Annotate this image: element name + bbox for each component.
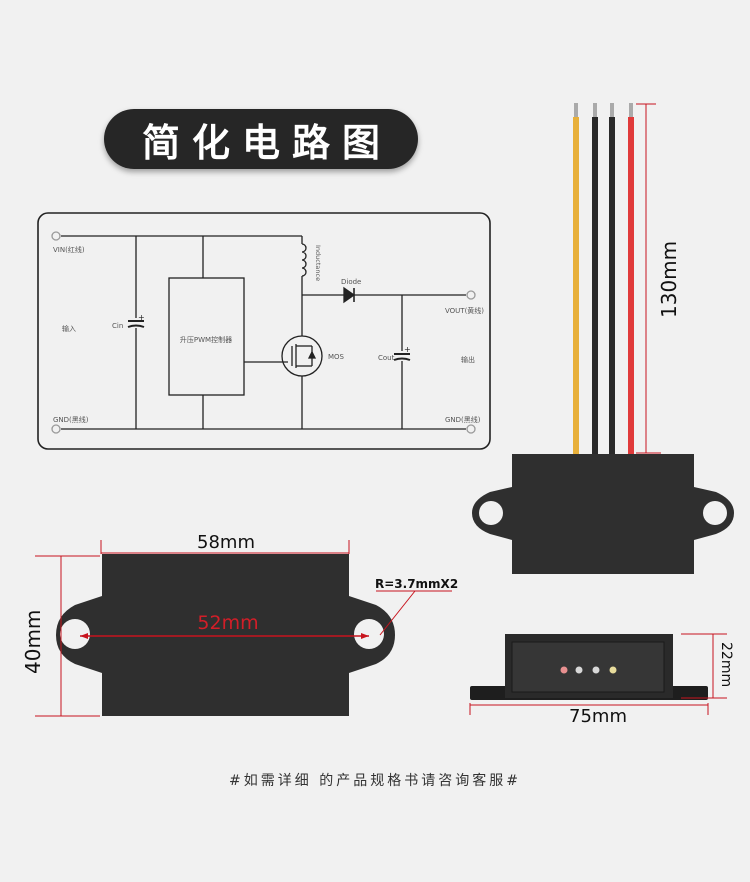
module-front-view: [470, 634, 708, 700]
circuit-frame: [37, 212, 491, 450]
cout-label: Cout: [378, 354, 395, 362]
height-label: 40mm: [21, 610, 45, 674]
footer-note: #如需详细 的产品规格书请咨询客服#: [229, 773, 521, 789]
vout-terminal: [466, 290, 476, 300]
diode-label: Diode: [341, 278, 361, 286]
controller-label: 升压PWM控制器: [180, 335, 232, 344]
title-text: 简化电路图: [141, 120, 392, 165]
left-mount-hole: [479, 501, 503, 525]
inductor-coil: [301, 243, 307, 277]
cin-plate-bottom: [127, 324, 145, 328]
input-label: 输入: [62, 324, 76, 333]
width-label: 58mm: [197, 532, 255, 553]
vin-label: VIN(红线): [53, 245, 85, 254]
cin-label: Cin: [112, 322, 123, 330]
gnd-out-terminal: [466, 424, 476, 434]
wire-yellow: [573, 103, 579, 454]
pwm-controller-box: [168, 277, 245, 396]
pin-3: [592, 666, 600, 674]
output-label: 输出: [461, 355, 475, 364]
hole-radius-label: R=3.7mmX2: [375, 577, 458, 591]
mos-body-diode: [307, 350, 317, 359]
top-left-hole: [60, 619, 90, 649]
wire-black-2: [609, 103, 615, 454]
wire-black-1: [592, 103, 598, 454]
pin-2: [575, 666, 583, 674]
hole-spacing-label: 52mm: [197, 612, 258, 634]
cout-plate-bottom: [393, 357, 411, 361]
module-body: [512, 454, 694, 574]
wire-bundle: 130mm: [573, 103, 681, 454]
front-view-dimensions: [469, 633, 727, 715]
title-banner: 简化电路图: [104, 109, 418, 169]
module-side-view: [472, 454, 734, 574]
top-body: [102, 554, 349, 716]
vout-label: VOUT(黄线): [445, 306, 484, 315]
front-width-label: 75mm: [569, 706, 627, 727]
pin-4: [609, 666, 617, 674]
circuit-diagram: [37, 212, 491, 450]
gnd-out-label: GND(黑线): [445, 415, 481, 424]
module-top-view: [56, 554, 395, 716]
front-connector-recess: [511, 641, 665, 693]
cout-plus: +: [404, 345, 411, 354]
wire-red: [628, 103, 634, 454]
length-dimension: [636, 103, 661, 454]
gnd-in-label: GND(黑线): [53, 415, 89, 424]
diode-triangle: [343, 286, 356, 304]
mos-circle: [281, 335, 323, 377]
pin-1: [560, 666, 568, 674]
radius-leader: [379, 590, 416, 636]
front-height-label: 22mm: [718, 642, 734, 687]
top-right-hole: [354, 619, 384, 649]
vin-terminal: [51, 231, 61, 241]
cin-plus: +: [138, 313, 145, 322]
length-label: 130mm: [657, 241, 681, 318]
gnd-in-terminal: [51, 424, 61, 434]
inductor-label: Inductance: [314, 245, 322, 281]
mos-label: MOS: [328, 353, 345, 361]
top-view-dimensions: [35, 540, 452, 717]
right-mount-hole: [703, 501, 727, 525]
